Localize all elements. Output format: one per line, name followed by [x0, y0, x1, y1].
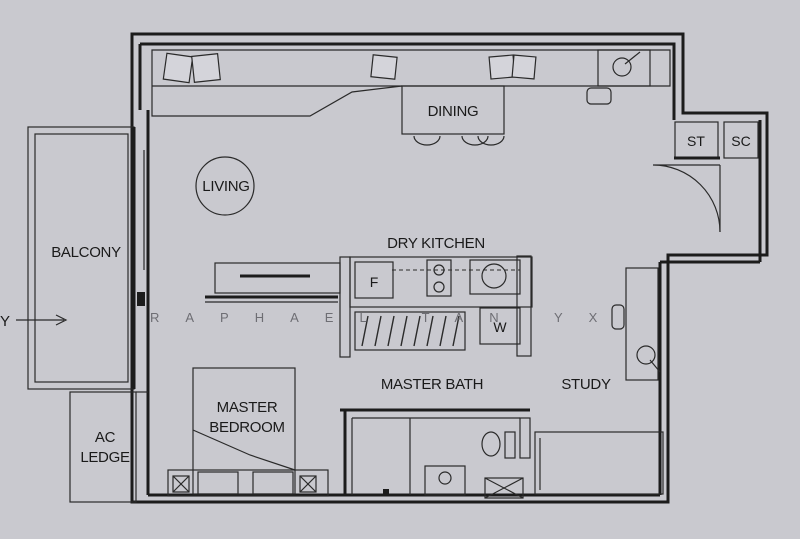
balcony-label: BALCONY: [51, 244, 121, 261]
sofa-counter: [151, 49, 671, 117]
service-label: SC: [731, 133, 750, 149]
living-label: LIVING: [202, 178, 249, 195]
ac-ledge-area: [69, 391, 148, 503]
living-area: [143, 150, 255, 270]
master-bedroom-label-line1: MASTER: [217, 399, 278, 416]
entry-arrow: Y: [0, 313, 68, 330]
study-desk: [611, 267, 661, 381]
fridge-label: F: [370, 274, 379, 290]
dining-table: [401, 85, 505, 146]
balcony-area: [27, 126, 145, 390]
master-bath-fixtures: [340, 408, 531, 499]
study-daybed: [534, 431, 664, 495]
master-bedroom-bed: [167, 367, 329, 497]
storage-rooms: [652, 121, 759, 233]
store-label: ST: [687, 133, 705, 149]
ac-ledge-label-line2: LEDGE: [80, 449, 130, 466]
edge-letter: Y: [0, 313, 10, 330]
washer-label: W: [493, 319, 507, 335]
outer-walls: [130, 32, 769, 504]
dry-kitchen-label: DRY KITCHEN: [387, 235, 485, 252]
dry-kitchen-counter: [205, 255, 533, 358]
master-bath-label: MASTER BATH: [381, 376, 483, 393]
ac-ledge-label-line1: AC: [95, 429, 116, 446]
study-label: STUDY: [561, 376, 611, 393]
dining-label: DINING: [428, 103, 479, 120]
watermark: RAPHAEL TAN YX: [150, 310, 623, 325]
master-bedroom-label-line2: BEDROOM: [209, 419, 284, 436]
